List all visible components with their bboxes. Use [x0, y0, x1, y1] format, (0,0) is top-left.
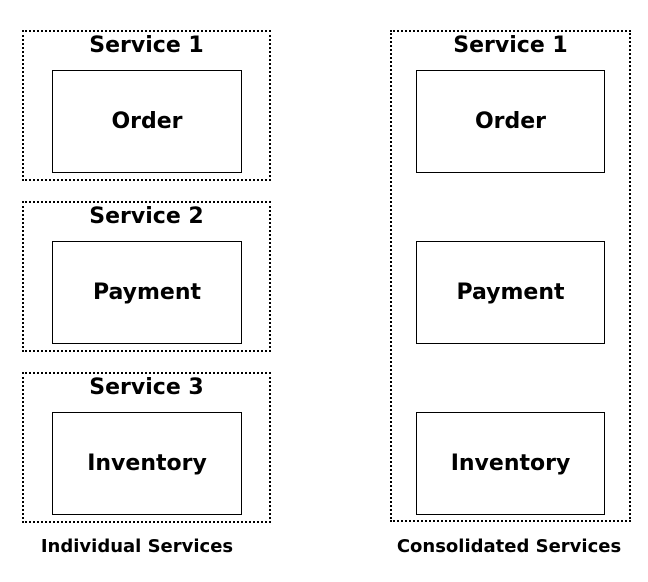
individual-services-caption: Individual Services — [40, 536, 234, 557]
order-component: Order — [416, 70, 605, 173]
consolidated-services-caption: Consolidated Services — [396, 536, 622, 557]
individual-service-1-container: Service 1 — [22, 30, 271, 181]
individual-service-2-container: Service 2 — [22, 201, 271, 352]
service-label: Service 1 — [453, 33, 568, 58]
order-component: Order — [52, 70, 242, 173]
inventory-component: Inventory — [52, 412, 242, 515]
payment-component: Payment — [416, 241, 605, 344]
payment-component: Payment — [52, 241, 242, 344]
service-label: Service 1 — [89, 33, 204, 58]
service-label: Service 2 — [89, 204, 204, 229]
consolidated-service-container: Service 1 — [390, 30, 631, 522]
service-label: Service 3 — [89, 375, 204, 400]
inventory-component: Inventory — [416, 412, 605, 515]
individual-service-3-container: Service 3 — [22, 372, 271, 523]
